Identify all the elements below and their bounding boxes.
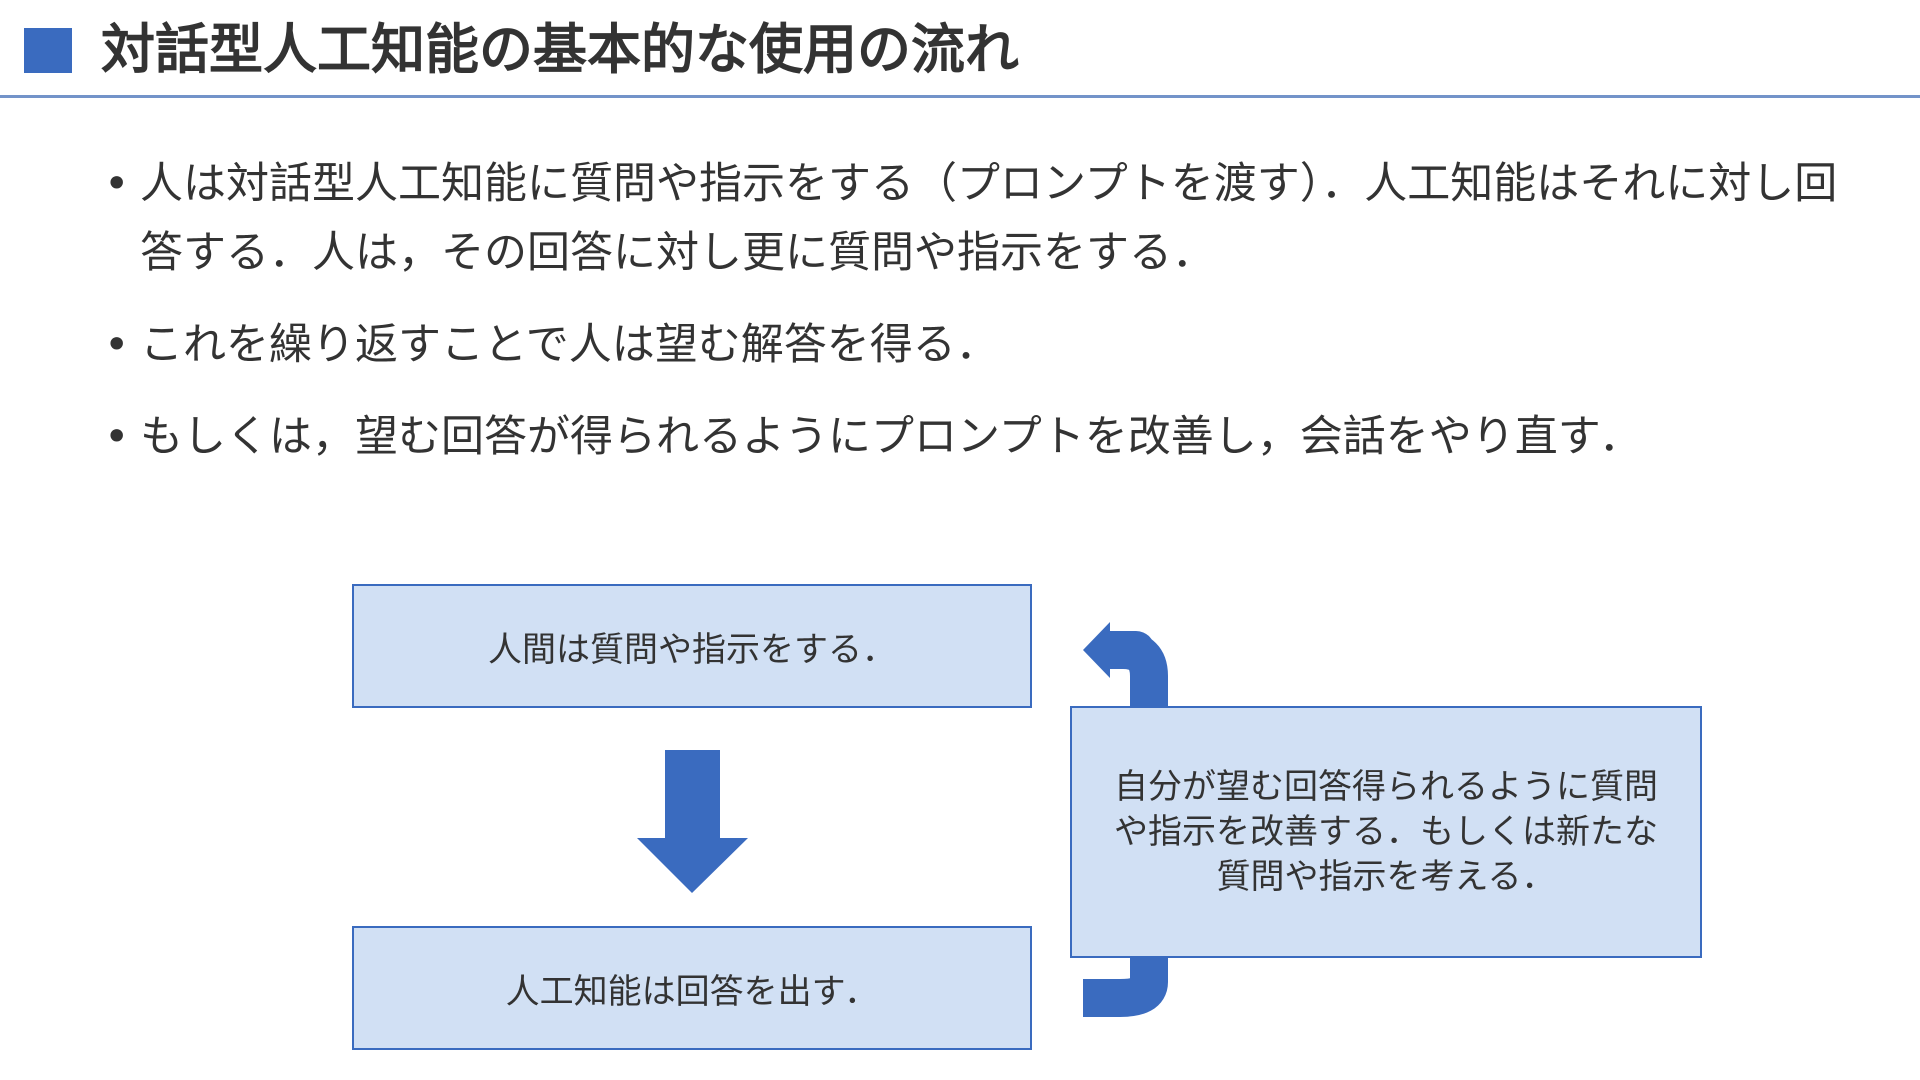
bullet-text: もしくは，望む回答が得られるようにプロンプトを改善し，会話をやり直す． (140, 412, 1642, 462)
curved-arrow-icon (1083, 958, 1168, 1017)
improve-prompt-label: 自分が望む回答得られるように質問や指示を改善する．もしくは新たな質問や指示を考え… (1114, 766, 1658, 897)
answer-box-label: 人工知能は回答を出す． (505, 971, 879, 1012)
curved-left-arrow-head-icon (1083, 622, 1110, 678)
bullet-list: • 人は対話型人工知能に質問や指示をする（プロンプトを渡す）．人工知能はそれに対… (100, 150, 1880, 495)
down-arrow-icon (637, 750, 748, 893)
curved-left-arrow-icon (1104, 631, 1168, 706)
slide-header: 対話型人工知能の基本的な使用の流れ (0, 0, 1920, 98)
bullet-item: • もしくは，望む回答が得られるようにプロンプトを改善し，会話をやり直す． (100, 403, 1880, 472)
bullet-dot-icon: • (104, 320, 130, 370)
question-box: 人間は質問や指示をする． (352, 584, 1032, 708)
improve-prompt-box: 自分が望む回答得られるように質問や指示を改善する．もしくは新たな質問や指示を考え… (1070, 706, 1702, 958)
slide-title: 対話型人工知能の基本的な使用の流れ (101, 18, 1019, 81)
bullet-text: これを繰り返すことで人は望む解答を得る． (140, 320, 999, 370)
bullet-dot-icon: • (104, 159, 130, 209)
bullet-text: 人は対話型人工知能に質問や指示をする（プロンプトを渡す）．人工知能はそれに対し回… (140, 159, 1838, 278)
answer-box: 人工知能は回答を出す． (352, 926, 1032, 1050)
bullet-item: • これを繰り返すことで人は望む解答を得る． (100, 311, 1880, 380)
bullet-dot-icon: • (104, 412, 130, 462)
title-square-icon (24, 28, 72, 73)
question-box-label: 人間は質問や指示をする． (488, 629, 896, 670)
bullet-item: • 人は対話型人工知能に質問や指示をする（プロンプトを渡す）．人工知能はそれに対… (100, 150, 1880, 288)
